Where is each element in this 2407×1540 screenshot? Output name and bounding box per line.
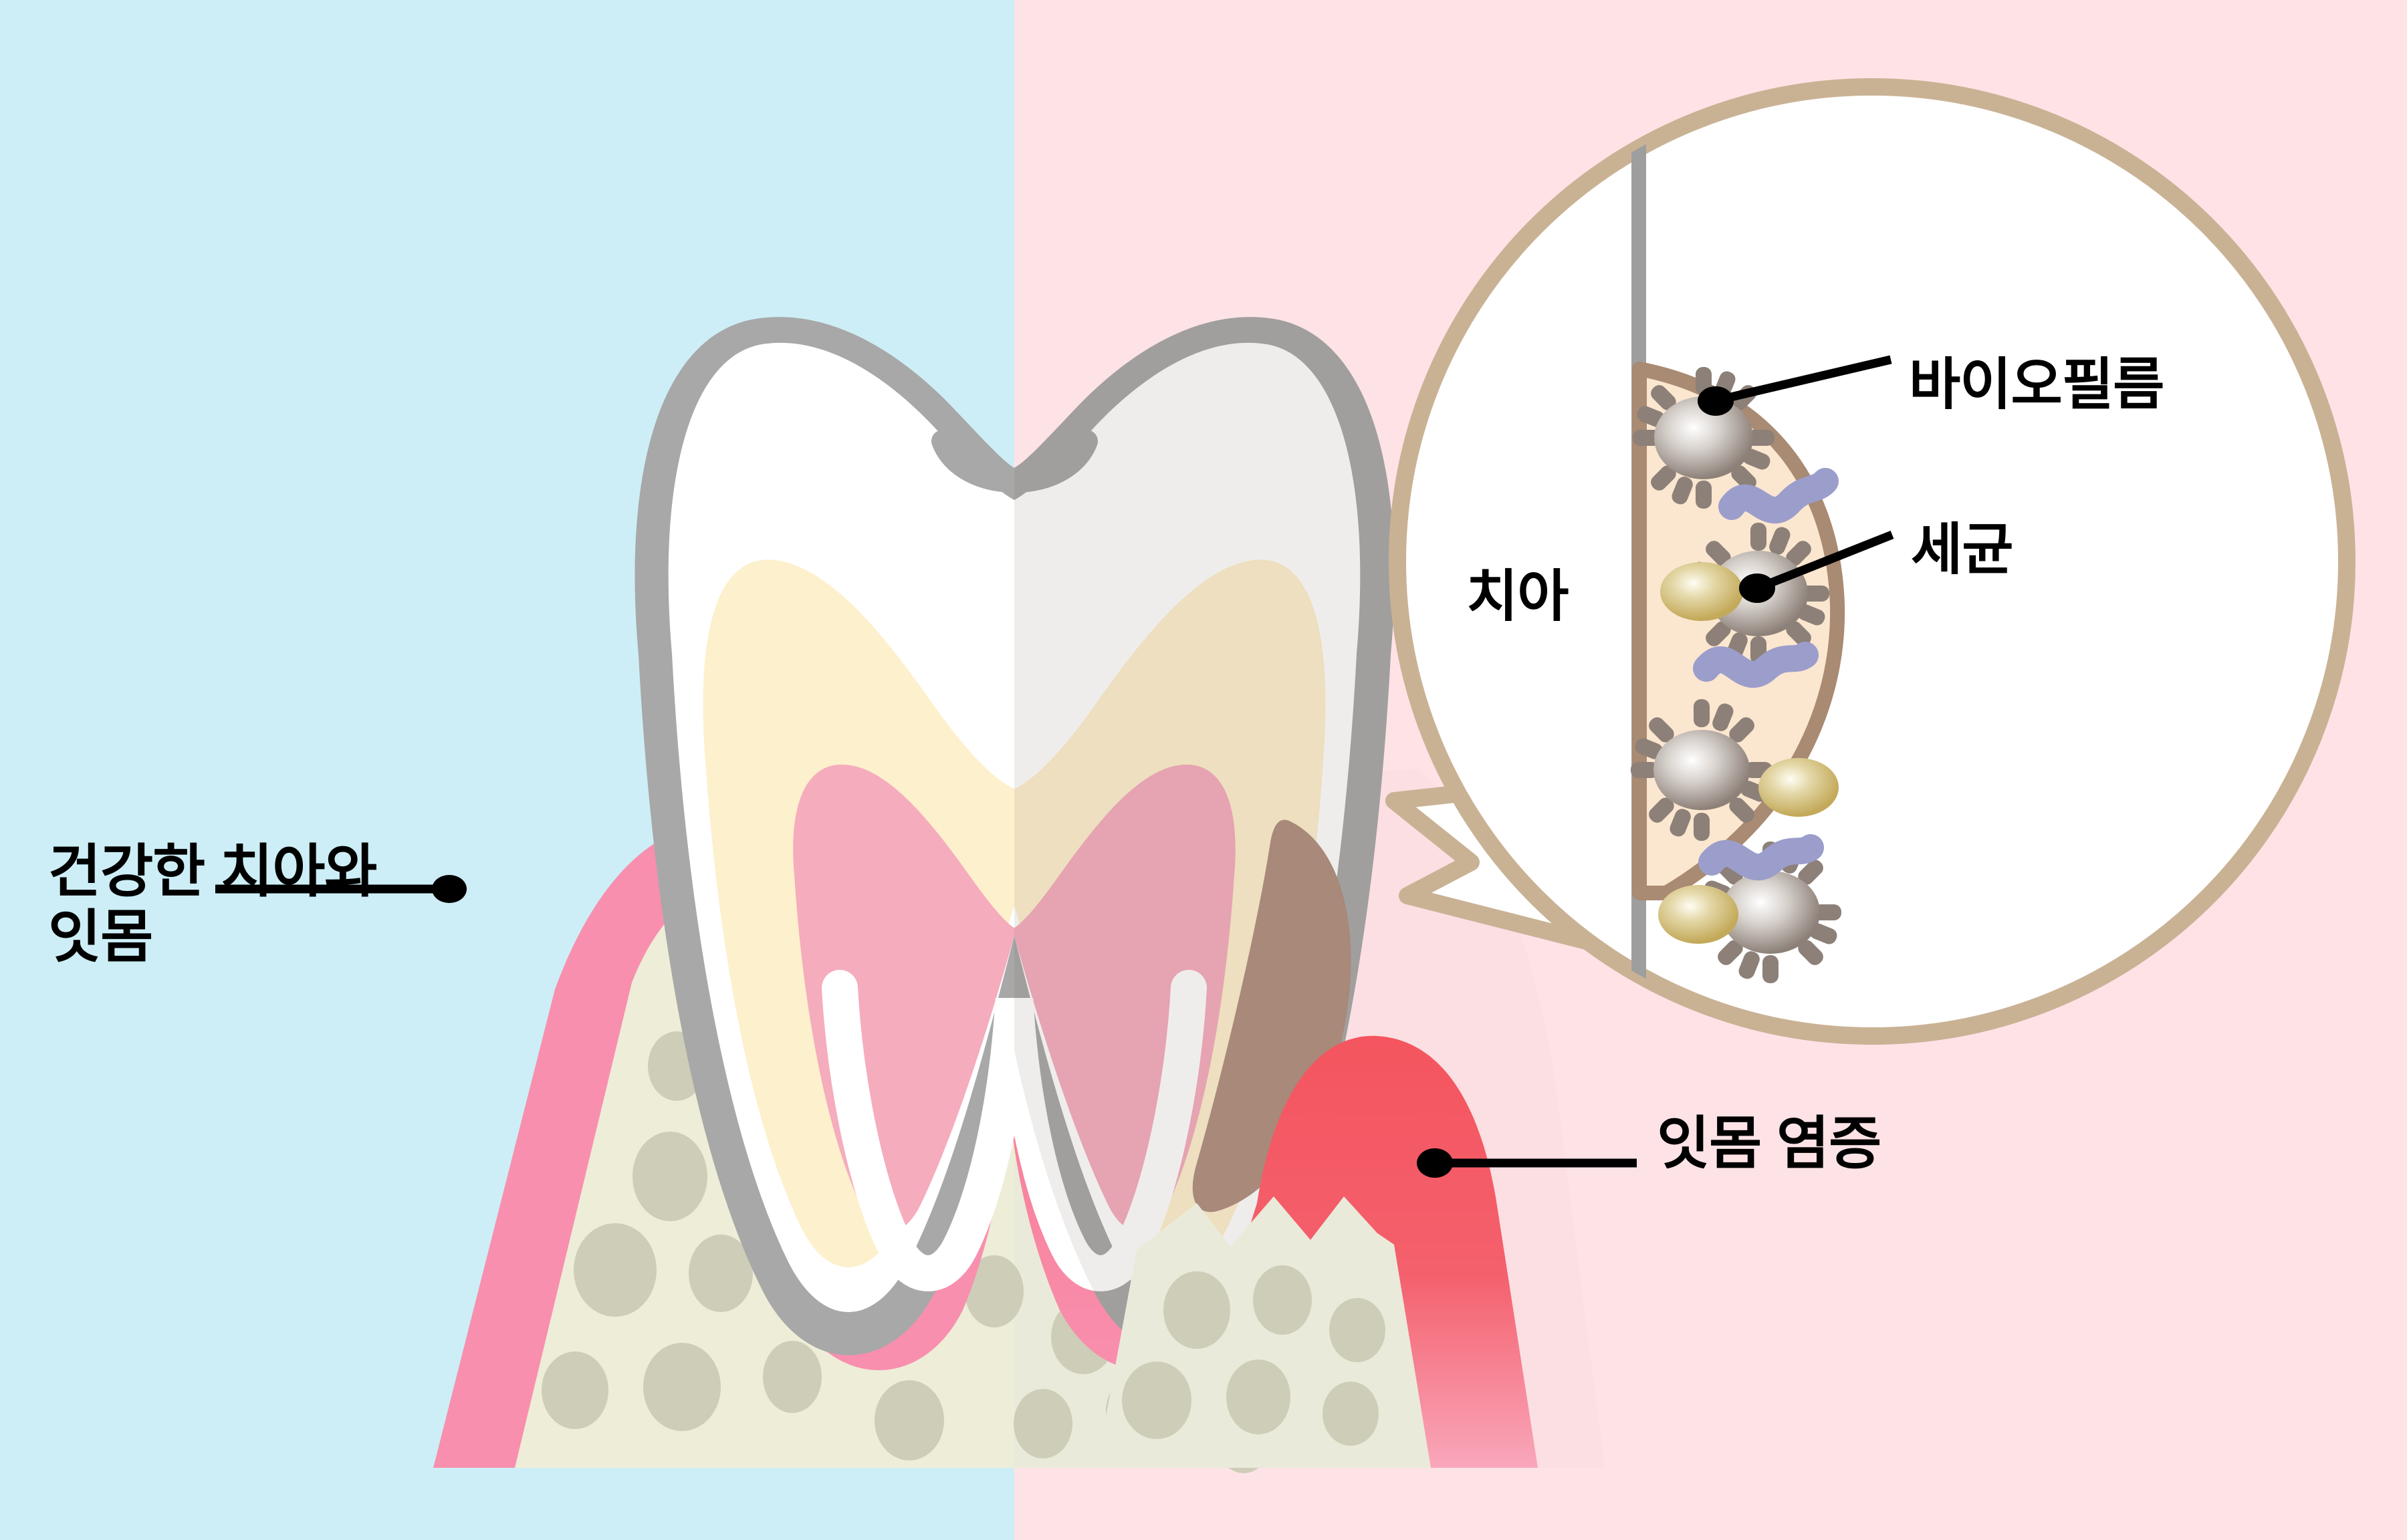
bacteria-leader-line xyxy=(1760,530,1894,591)
speech-bubble-circle xyxy=(1389,78,2356,1045)
coccus-icon xyxy=(1758,758,1839,817)
spirochete-icon xyxy=(1693,642,1819,688)
label-bacteria: 세균 xyxy=(1911,518,2014,581)
occlusal-groove-icon xyxy=(931,430,1098,493)
biofilm-organisms xyxy=(1631,367,1841,983)
coccus-icon xyxy=(1658,885,1738,944)
label-gum-inflammation: 잇몸 염증 xyxy=(1657,1112,1881,1176)
spirochete-icon xyxy=(1698,834,1824,881)
bacterium-icon xyxy=(1631,699,1772,841)
coccus-icon xyxy=(1660,562,1743,621)
label-biofilm: 바이오필름 xyxy=(1909,353,2164,416)
leader-lines xyxy=(215,355,1894,1178)
biofilm-leader-dot xyxy=(1698,386,1734,416)
bacterium-icon xyxy=(1633,367,1774,509)
healthy-leader-dot xyxy=(432,875,467,903)
bone-speckles-right-overlay xyxy=(1122,1265,1385,1446)
label-healthy-teeth-and-gums: 건강한 치아와 잇몸 xyxy=(48,840,377,970)
bacteria-leader-dot xyxy=(1739,573,1775,603)
pulp xyxy=(793,764,1236,1231)
spirochete-icon xyxy=(1718,468,1839,524)
root-canal-highlight xyxy=(822,970,1207,1291)
label-tooth: 치아 xyxy=(1466,565,1569,628)
biofilm-leader-line xyxy=(1721,355,1892,404)
callout-speech-bubble xyxy=(1385,78,2356,1045)
gum-inflammation-leader-dot xyxy=(1417,1148,1453,1178)
